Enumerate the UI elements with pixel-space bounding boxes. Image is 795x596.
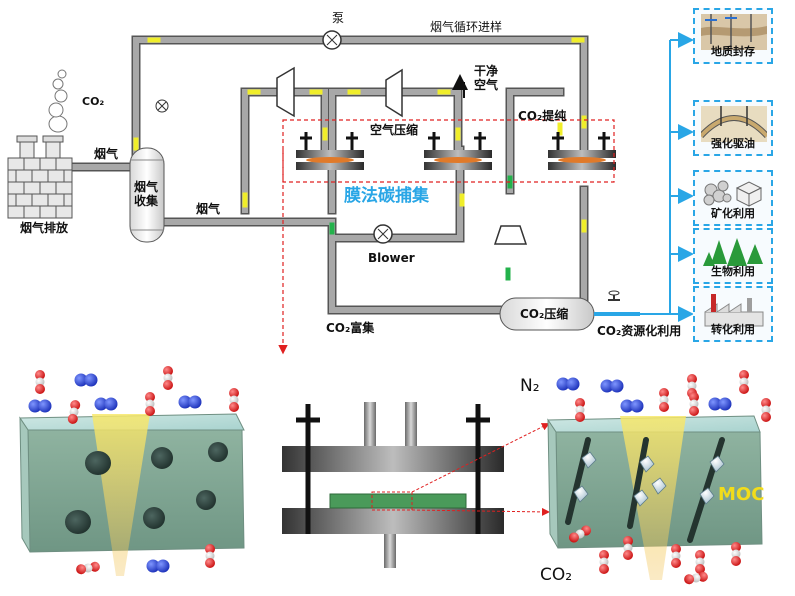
co2-molecule-icon bbox=[35, 370, 45, 394]
co2-molecule-icon bbox=[599, 550, 609, 574]
membrane-modules bbox=[296, 132, 616, 170]
co2-molecule-icon bbox=[205, 544, 215, 568]
distribution-arrows bbox=[640, 32, 694, 322]
co2-molecule-icon bbox=[731, 542, 741, 566]
co2-molecule-icon bbox=[623, 536, 633, 560]
co2-molecule-icon bbox=[761, 398, 771, 422]
biological-use-icon bbox=[703, 238, 763, 266]
co2-molecule-icon bbox=[145, 392, 155, 416]
membrane-module-icon bbox=[548, 132, 616, 170]
n2-label: N₂ bbox=[520, 376, 540, 396]
valve-icon bbox=[155, 99, 169, 113]
panel-geological-storage: 地质封存 bbox=[693, 8, 773, 64]
application-label: 生物利用 bbox=[711, 265, 755, 278]
pump-icon bbox=[322, 30, 342, 50]
flue-gas-label-2: 烟气 bbox=[196, 202, 221, 216]
co2-molecule-icon bbox=[689, 392, 699, 416]
panel-biological-use: 生物利用 bbox=[693, 228, 773, 284]
air-compress-label: 空气压缩 bbox=[370, 123, 419, 137]
pump-label: 泵 bbox=[332, 11, 345, 25]
co2-output-label: CO₂ bbox=[540, 565, 573, 585]
co2-molecule-icon bbox=[229, 388, 239, 412]
co2-molecule-icon bbox=[575, 398, 585, 422]
n2-molecule-icon bbox=[28, 399, 52, 413]
compressor-icon bbox=[385, 68, 403, 118]
co2-molecule-icon bbox=[568, 525, 592, 543]
gas-molecules bbox=[28, 366, 771, 585]
smoke-co2-label: CO₂ bbox=[82, 95, 105, 108]
co2-molecule-icon bbox=[739, 370, 749, 394]
panel-enhanced-oil-recovery: 强化驱油 bbox=[693, 100, 773, 156]
clean-air-label: 干净 空气 bbox=[474, 64, 499, 92]
membrane-capture-title: 膜法碳捕集 bbox=[344, 186, 429, 206]
co2-molecule-icon bbox=[163, 366, 173, 390]
co2-utilization-label: CO₂资源化利用 bbox=[597, 324, 682, 338]
flue-gas-collection-tank bbox=[129, 147, 165, 243]
membrane-module-icon bbox=[424, 132, 492, 170]
flue-collect-label: 烟气 收集 bbox=[134, 180, 159, 209]
co2-molecule-icon bbox=[671, 544, 681, 568]
flue-recycle-label: 烟气循环进样 bbox=[430, 20, 503, 34]
membrane-module-icon bbox=[296, 132, 364, 170]
conversion-use-icon bbox=[704, 294, 764, 327]
flue-gas-label: 烟气 bbox=[94, 147, 119, 161]
valve-icon bbox=[608, 290, 620, 301]
mineralization-icon bbox=[703, 180, 763, 207]
co2-molecule-icon bbox=[684, 571, 708, 585]
compressor-icon bbox=[493, 225, 528, 245]
geological-storage-icon bbox=[701, 14, 767, 50]
panel-conversion-use: 转化利用 bbox=[693, 286, 773, 342]
n2-molecule-icon bbox=[556, 377, 580, 391]
blower-label: Blower bbox=[368, 251, 415, 265]
application-label: 强化驱油 bbox=[711, 137, 755, 150]
smokestack bbox=[7, 69, 73, 219]
co2-molecule-icon bbox=[67, 400, 81, 424]
co2-enrich-label: CO₂富集 bbox=[326, 321, 375, 335]
n2-molecule-icon bbox=[178, 395, 202, 409]
membrane-module-schematic bbox=[282, 402, 550, 568]
n2-molecule-icon bbox=[620, 399, 644, 413]
n2-molecule-icon bbox=[94, 397, 118, 411]
blower-icon bbox=[373, 224, 393, 244]
flue-emission-label: 烟气排放 bbox=[20, 221, 69, 235]
application-label: 地质封存 bbox=[711, 45, 755, 58]
moc-label: MOC bbox=[718, 484, 765, 505]
n2-molecule-icon bbox=[708, 397, 732, 411]
co2-purify-label: CO₂提纯 bbox=[518, 109, 567, 123]
membrane-slab-right-moc bbox=[547, 415, 763, 580]
membrane-slab-left bbox=[19, 413, 245, 576]
enhanced-oil-recovery-icon bbox=[701, 106, 767, 142]
compressor-icon bbox=[276, 66, 295, 118]
co2-molecule-icon bbox=[695, 550, 705, 574]
n2-molecule-icon bbox=[600, 379, 624, 393]
n2-molecule-icon bbox=[74, 373, 98, 387]
n2-molecule-icon bbox=[146, 559, 170, 573]
application-label: 矿化利用 bbox=[711, 207, 755, 220]
application-label: 转化利用 bbox=[711, 323, 755, 336]
co2-compress-label: CO₂压缩 bbox=[520, 307, 569, 321]
co2-molecule-icon bbox=[659, 388, 669, 412]
panel-mineralization: 矿化利用 bbox=[693, 170, 773, 226]
co2-molecule-icon bbox=[76, 561, 100, 575]
